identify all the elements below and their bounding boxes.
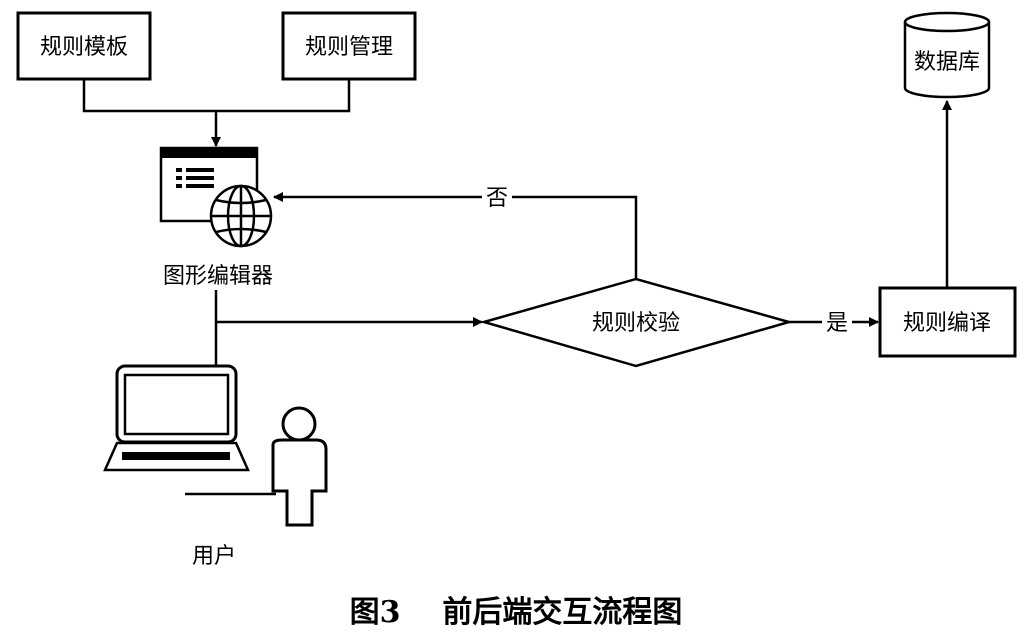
- yes-label: 是: [826, 311, 848, 336]
- rule-validation-label: 规则校验: [592, 311, 680, 336]
- yes-edge: 是: [789, 308, 879, 336]
- database-node: 数据库: [903, 11, 991, 99]
- user-node: 用户: [185, 406, 328, 569]
- rule-management-node: 规则管理: [281, 11, 417, 81]
- rule-management-label: 规则管理: [305, 35, 393, 60]
- laptop-icon: [103, 364, 250, 472]
- editor-to-validation-edge: [214, 290, 483, 366]
- user-icon: [271, 406, 328, 527]
- rule-compile-node: 规则编译: [878, 286, 1017, 358]
- database-label: 数据库: [914, 50, 980, 75]
- rule-template-node: 规则模板: [16, 11, 152, 81]
- graphic-editor-node: 图形编辑器: [159, 146, 273, 289]
- no-edge: 否: [273, 183, 638, 279]
- globe-icon: [209, 184, 273, 248]
- rule-compile-label: 规则编译: [903, 311, 991, 336]
- rule-validation-node: 规则校验: [479, 277, 794, 368]
- list-icon: [176, 168, 214, 188]
- merge-connector: [82, 79, 351, 147]
- user-label: 用户: [192, 544, 236, 569]
- figure-caption: 图3 前后端交互流程图: [350, 595, 683, 630]
- database-icon: [903, 11, 991, 33]
- window-titlebar-icon: [161, 148, 257, 158]
- graphic-editor-label: 图形编辑器: [163, 264, 273, 289]
- no-label: 否: [486, 186, 508, 211]
- rule-template-label: 规则模板: [40, 35, 128, 60]
